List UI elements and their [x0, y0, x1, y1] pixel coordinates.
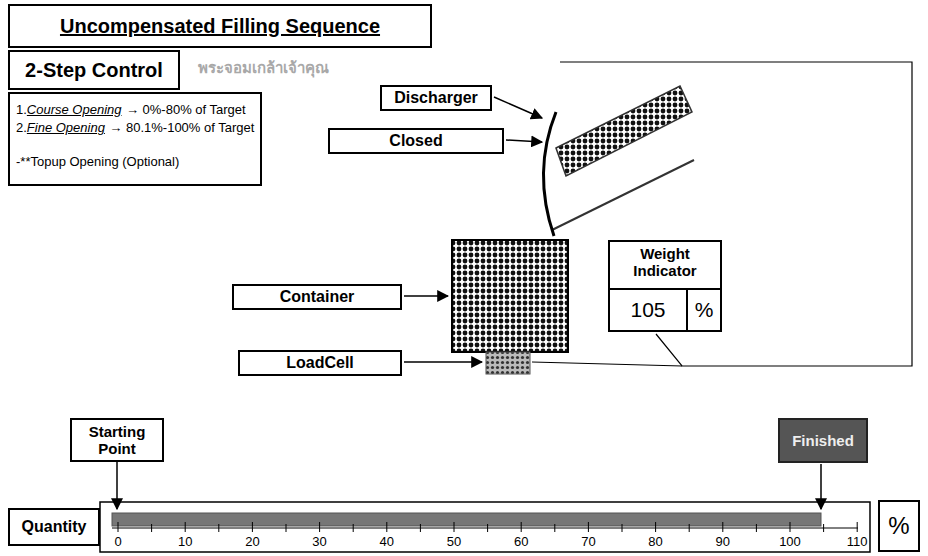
- unit-box: %: [878, 500, 920, 552]
- scale-tick: [487, 524, 488, 532]
- note-box: 1.Course Opening → 0%-80% of Target 2.Fin…: [8, 92, 262, 186]
- indicator-box: Weight Indicator 105%: [608, 240, 722, 332]
- scale-tick: [655, 522, 656, 532]
- box-text: Discharger: [394, 89, 478, 107]
- scale-tick: [286, 524, 287, 532]
- box-text: Course Opening: [27, 102, 122, 117]
- box-text: 2-Step Control: [25, 59, 163, 82]
- scale-tick: [252, 522, 253, 532]
- box-text: Weight Indicator: [614, 245, 716, 280]
- leader-arrow: [404, 361, 482, 363]
- scale-tick: [319, 522, 320, 532]
- scale-number: 40: [380, 534, 394, 549]
- box-text: Fine Opening: [27, 120, 105, 135]
- box-text: LoadCell: [286, 354, 354, 372]
- scale-ticks: [118, 522, 857, 532]
- scale-number: 30: [312, 534, 326, 549]
- scale-tick: [554, 524, 555, 532]
- axis-title-box: Quantity: [8, 508, 100, 546]
- scale-tick: [857, 522, 858, 532]
- scale-number: 90: [716, 534, 730, 549]
- scale-number: 60: [514, 534, 528, 549]
- scale-tick: [118, 522, 119, 532]
- scale-tick: [420, 524, 421, 532]
- scale-tick: [622, 524, 623, 532]
- scale-axis: [112, 528, 858, 529]
- leader-arrow: [506, 140, 542, 142]
- scale-tick: [386, 522, 387, 532]
- box-text: %: [695, 298, 714, 322]
- box-text: Starting Point: [78, 423, 156, 458]
- step-box: 2-Step Control: [8, 50, 180, 90]
- scale-tick: [218, 524, 219, 532]
- scale-tick: [588, 522, 589, 532]
- label-box: LoadCell: [238, 350, 402, 376]
- scale-number: 0: [114, 534, 121, 549]
- scale-tick: [185, 522, 186, 532]
- box-text: → 0%-80% of Target: [126, 102, 246, 117]
- discharger-chute: [543, 86, 694, 236]
- box-text: Uncompensated Filling Sequence: [60, 15, 380, 38]
- scale-tick: [689, 524, 690, 532]
- scale-number: 70: [581, 534, 595, 549]
- scale-number: 100: [779, 534, 801, 549]
- callout-box: Starting Point: [70, 418, 164, 462]
- watermark: พระจอมเกล้าเจ้าคุณ: [198, 56, 329, 80]
- scale-tick: [790, 522, 791, 532]
- scale-tick: [823, 524, 824, 532]
- scale-tick: [454, 522, 455, 532]
- label-box: Container: [232, 284, 402, 310]
- callout-box: Finished: [778, 418, 868, 463]
- scale-tick: [151, 524, 152, 532]
- scale-tick: [521, 522, 522, 532]
- box-text: -**Topup Opening (Optional): [16, 154, 179, 169]
- box-text: Closed: [389, 132, 442, 150]
- box-text: Container: [280, 288, 355, 306]
- scale-number: 10: [178, 534, 192, 549]
- box-text: 2.: [16, 120, 27, 135]
- loadcell-figure: [486, 352, 530, 374]
- scale-tick: [353, 524, 354, 532]
- title-box: Uncompensated Filling Sequence: [8, 4, 432, 48]
- box-text: 105: [630, 298, 665, 322]
- signal-wire: [560, 62, 912, 366]
- scale-number: 20: [245, 534, 259, 549]
- container-figure: [452, 240, 568, 352]
- scale-number: 110: [847, 534, 868, 549]
- scale-tick: [722, 522, 723, 532]
- scale-number: 80: [648, 534, 662, 549]
- leader-arrow: [494, 97, 542, 118]
- scale-frame: [100, 502, 870, 552]
- box-text: Finished: [792, 432, 854, 449]
- leader-arrow: [404, 295, 448, 297]
- scale-tick: [756, 524, 757, 532]
- scale-number: 50: [447, 534, 461, 549]
- label-box: Discharger: [380, 85, 492, 111]
- box-text: → 80.1%-100% of Target: [109, 120, 254, 135]
- readout-box: 105: [608, 288, 688, 332]
- box-text: 1.: [16, 102, 27, 117]
- label-box: Closed: [328, 128, 504, 154]
- box-text: %: [888, 512, 909, 540]
- box-text: Quantity: [22, 518, 87, 536]
- signal-wire: [532, 362, 682, 366]
- unit-box: %: [686, 288, 722, 332]
